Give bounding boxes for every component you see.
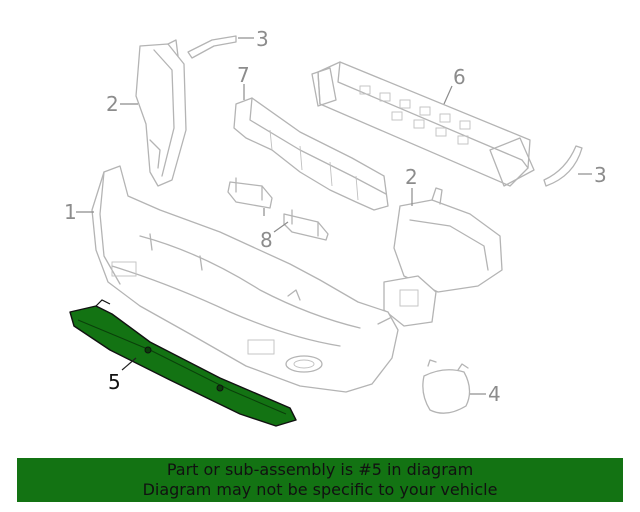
part-1-bumper-cover [91,165,399,393]
callout-7: 7 [237,63,250,87]
info-banner: Part or sub-assembly is #5 in diagram Di… [17,458,623,502]
callout-2-right: 2 [405,165,418,189]
callout-4: 4 [488,382,501,406]
callout-6: 6 [453,65,466,89]
banner-line-1: Part or sub-assembly is #5 in diagram [166,460,474,479]
part-2-right-bracket [383,187,503,327]
callout-1: 1 [64,200,77,224]
part-4-fog-bezel [422,359,471,414]
part-3-right-strip [543,145,583,187]
part-3-top-strip [187,35,237,59]
banner-line-2: Diagram may not be specific to your vehi… [142,480,498,499]
callout-8: 8 [260,228,273,252]
callout-3-top: 3 [256,27,269,51]
callout-5: 5 [108,370,121,394]
part-8-brackets [227,177,329,241]
parts-diagram: 1 2 3 7 6 3 2 8 4 5 [64,27,607,427]
callout-2-left: 2 [106,92,119,116]
leader-lines [76,37,592,395]
part-5-lower-valance [69,299,297,427]
callout-3-right: 3 [594,163,607,187]
part-7-absorber [233,97,389,211]
part-6-reinforcement [311,61,535,187]
part-2-left-bracket [135,39,187,187]
